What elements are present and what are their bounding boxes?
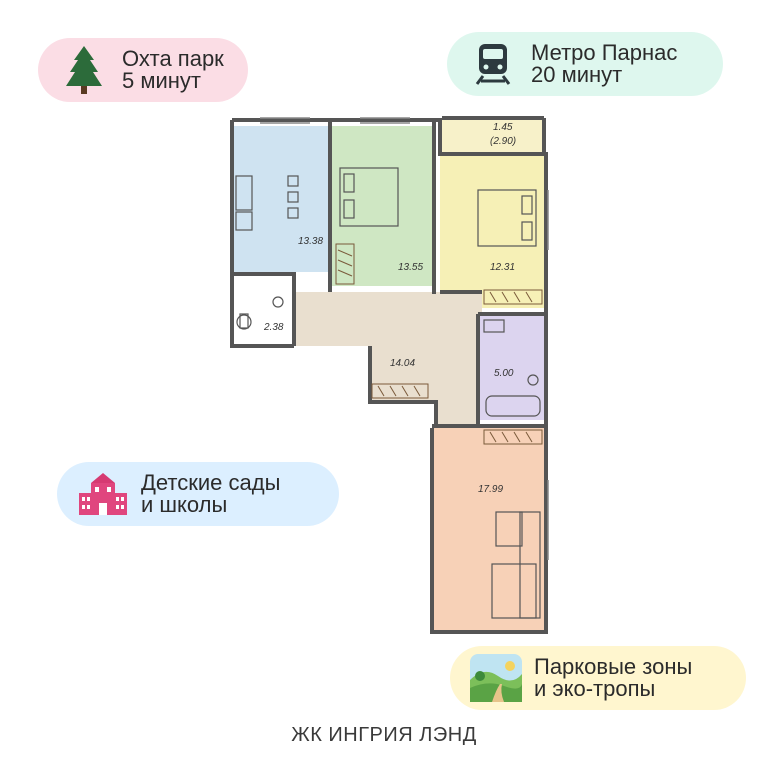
metro-train-icon [465, 36, 521, 92]
metro-badge: Метро Парнас 20 минут [447, 32, 723, 96]
kids-title: Детские сады [141, 470, 281, 495]
bedroom-1-room [330, 126, 434, 286]
balcony-area: 1.45 [493, 122, 513, 133]
furniture [235, 167, 541, 619]
wardrobes [335, 243, 543, 445]
windows [260, 117, 549, 560]
bedroom-1-area: 13.55 [398, 262, 423, 273]
tree-icon [56, 42, 112, 98]
eco-badge: Парковые зоны и эко-тропы [450, 646, 746, 710]
park-badge: Охта парк 5 минут [38, 38, 248, 102]
school-building-icon [75, 466, 131, 522]
park-landscape-icon [468, 650, 524, 706]
kids-subtitle: и школы [141, 492, 228, 517]
walls [230, 116, 548, 634]
kids-badge: Детские сады и школы [57, 462, 339, 526]
small-bathroom-room [232, 274, 292, 344]
kitchen-area: 13.38 [298, 236, 323, 247]
complex-name: ЖК ИНГРИЯ ЛЭНД [291, 724, 477, 746]
kitchen-room [232, 126, 330, 272]
hallway-room [294, 292, 482, 428]
bathroom-area: 5.00 [494, 368, 514, 379]
living-room-area: 17.99 [478, 484, 503, 495]
metro-title: Метро Парнас [531, 40, 678, 65]
bedroom-2-room [440, 154, 544, 308]
living-room [434, 426, 544, 630]
small-bathroom-area: 2.38 [263, 322, 284, 333]
balcony-area-alt: (2.90) [490, 136, 516, 147]
bathroom-room [480, 316, 544, 420]
metro-subtitle: 20 минут [531, 62, 623, 87]
bedroom-2-area: 12.31 [490, 262, 515, 273]
eco-title: Парковые зоны [534, 654, 693, 679]
eco-subtitle: и эко-тропы [534, 676, 656, 701]
park-subtitle: 5 минут [122, 68, 201, 93]
balcony-room [442, 118, 544, 152]
park-title: Охта парк [122, 46, 224, 71]
hallway-area: 14.04 [390, 358, 415, 369]
